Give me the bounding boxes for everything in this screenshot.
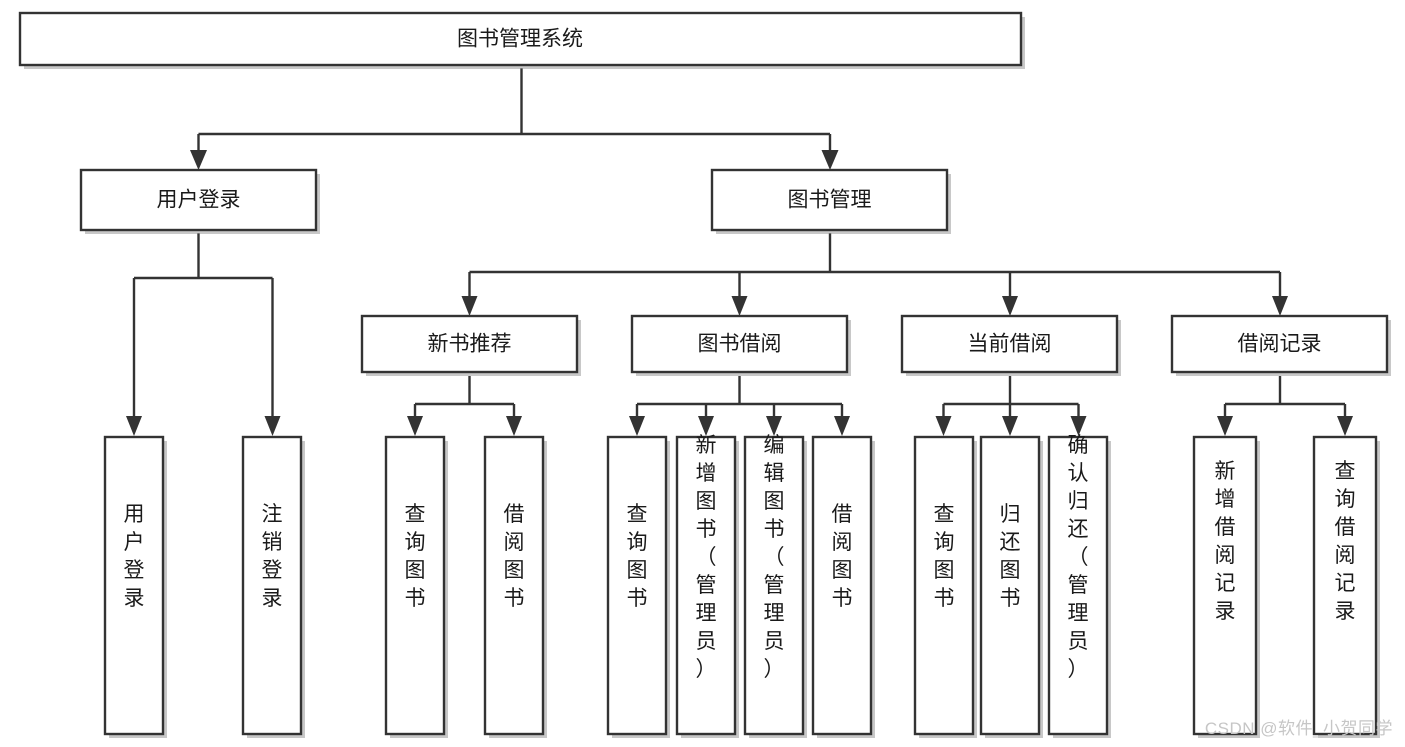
leaf-book-borrow-4-box [811, 435, 873, 736]
connector-layer [126, 68, 1353, 436]
arrow-current-borrow-leaf-1 [935, 416, 952, 436]
node-book-management-box [710, 168, 949, 232]
leaf-user-login-1-label: 用户登录 [124, 503, 145, 610]
leaf-current-borrow-2-label: 归还图书 [1000, 503, 1021, 610]
leaf-borrow-record-1-box [1192, 435, 1258, 736]
leaf-book-borrow-4-label: 借阅图书 [832, 503, 853, 610]
arrow-borrow-record-leaf-1 [1217, 416, 1233, 436]
leaf-new-book-1[interactable]: 查询图书 [384, 435, 448, 738]
leaf-new-book-2-label: 借阅图书 [504, 503, 525, 610]
node-user-login-label: 用户登录 [157, 189, 241, 212]
leaf-current-borrow-1[interactable]: 查询图书 [913, 435, 977, 738]
leaf-new-book-2-box [483, 435, 545, 736]
leaf-new-book-1-box [384, 435, 446, 736]
node-borrow-record-box [1170, 314, 1389, 374]
leaf-user-login-1-box [103, 435, 165, 736]
leaf-current-borrow-3[interactable]: 确认归还（管理员） [1047, 434, 1111, 738]
node-new-book-recommend-box [360, 314, 579, 374]
leaf-borrow-record-1-label: 新增借阅记录 [1215, 460, 1236, 623]
arrow-user-login-leaf-1 [126, 416, 142, 436]
arrow-new-book-leaf-1 [407, 416, 423, 436]
leaf-new-book-2[interactable]: 借阅图书 [483, 435, 547, 738]
leaf-borrow-record-2[interactable]: 查询借阅记录 [1312, 435, 1380, 738]
leaf-book-borrow-2-label: 新增图书（管理员） [696, 434, 717, 681]
node-current-borrow[interactable]: 当前借阅 [900, 314, 1121, 376]
leaf-current-borrow-3-label: 确认归还（管理员） [1068, 434, 1089, 681]
leaf-user-login-2[interactable]: 注销登录 [241, 435, 305, 738]
leaf-new-book-1-label: 查询图书 [405, 503, 426, 610]
leaf-book-borrow-1-box [606, 435, 668, 736]
arrow-current-borrow-leaf-3 [1070, 416, 1087, 436]
leaf-user-login-2-box [241, 435, 303, 736]
node-current-borrow-label: 当前借阅 [968, 333, 1052, 356]
arrow-to-book-borrow [731, 296, 748, 316]
node-new-book-recommend-label: 新书推荐 [428, 333, 512, 356]
node-root-label: 图书管理系统 [457, 28, 583, 51]
node-book-management[interactable]: 图书管理 [710, 168, 951, 234]
arrow-book-borrow-leaf-2 [698, 416, 714, 436]
arrow-book-borrow-leaf-3 [766, 416, 782, 436]
arrow-to-borrow-record [1272, 296, 1288, 316]
leaf-book-borrow-2-box [675, 435, 737, 736]
arrow-to-user-login [190, 150, 207, 170]
node-borrow-record[interactable]: 借阅记录 [1170, 314, 1391, 376]
arrow-borrow-record-leaf-2 [1337, 416, 1353, 436]
leaf-book-borrow-3-label: 编辑图书（管理员） [764, 434, 785, 681]
arrow-book-borrow-leaf-4 [834, 416, 850, 436]
leaf-current-borrow-1-label: 查询图书 [934, 503, 955, 610]
leaf-book-borrow-3[interactable]: 编辑图书（管理员） [743, 434, 807, 738]
leaf-book-borrow-2[interactable]: 新增图书（管理员） [675, 434, 739, 738]
leaf-book-borrow-3-box [743, 435, 805, 736]
csdn-watermark: CSDN @软件_小贺同学 [1204, 719, 1393, 738]
arrow-to-new-book [461, 296, 478, 316]
node-root-box [18, 11, 1023, 67]
leaf-borrow-record-2-label: 查询借阅记录 [1335, 460, 1356, 623]
node-user-login[interactable]: 用户登录 [79, 168, 320, 234]
node-user-login-box [79, 168, 318, 232]
node-book-borrow[interactable]: 图书借阅 [630, 314, 851, 376]
leaf-current-borrow-3-box [1047, 435, 1109, 736]
node-book-borrow-label: 图书借阅 [698, 333, 782, 356]
leaf-book-borrow-1[interactable]: 查询图书 [606, 435, 670, 738]
leaf-borrow-record-1[interactable]: 新增借阅记录 [1192, 435, 1260, 738]
leaf-book-borrow-4[interactable]: 借阅图书 [811, 435, 875, 738]
node-root[interactable]: 图书管理系统 [18, 11, 1025, 69]
arrow-new-book-leaf-2 [506, 416, 522, 436]
leaf-book-borrow-1-label: 查询图书 [627, 503, 648, 610]
node-book-management-label: 图书管理 [788, 189, 872, 212]
leaf-borrow-record-2-box [1312, 435, 1378, 736]
arrow-current-borrow-leaf-2 [1002, 416, 1018, 436]
leaf-current-borrow-1-box [913, 435, 975, 736]
arrow-book-borrow-leaf-1 [629, 416, 645, 436]
leaf-user-login-1[interactable]: 用户登录 [103, 435, 167, 738]
leaf-current-borrow-2[interactable]: 归还图书 [979, 435, 1043, 738]
arrow-to-current-borrow [1002, 296, 1018, 316]
node-borrow-record-label: 借阅记录 [1238, 333, 1322, 356]
node-book-borrow-box [630, 314, 849, 374]
arrow-user-login-leaf-2 [264, 416, 281, 436]
node-current-borrow-box [900, 314, 1119, 374]
node-new-book-recommend[interactable]: 新书推荐 [360, 314, 581, 376]
leaf-user-login-2-label: 注销登录 [262, 503, 283, 610]
arrow-to-book-mgmt [821, 150, 839, 170]
leaf-current-borrow-2-box [979, 435, 1041, 736]
